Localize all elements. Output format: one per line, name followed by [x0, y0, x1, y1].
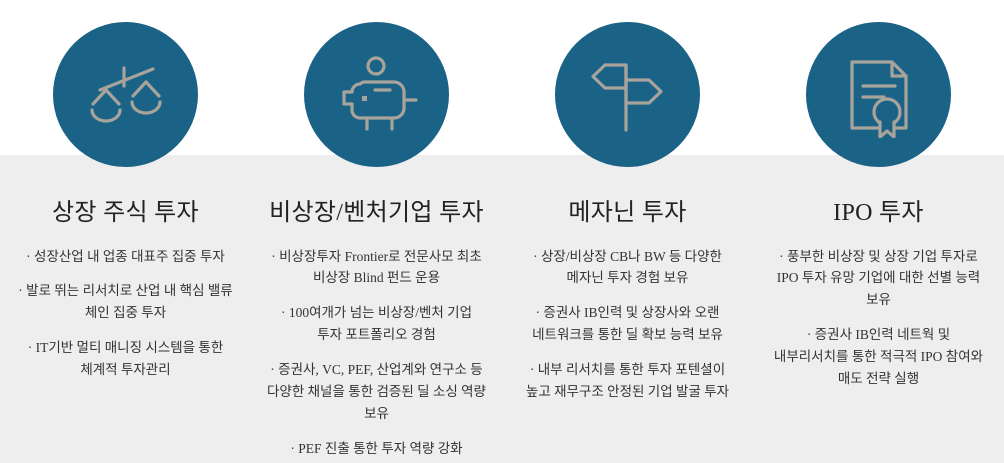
icon-circle-1 — [53, 22, 198, 167]
bullet-item: · IT기반 멀티 매니징 시스템을 통한 체계적 투자관리 — [27, 340, 224, 378]
column-title: IPO 투자 — [833, 200, 924, 226]
column-ipo: IPO 투자 · 풍부한 비상장 및 상장 기업 투자로 IPO 투자 유망 기… — [753, 0, 1004, 463]
bullet-item: · 내부 리서치를 통한 투자 포텐셜이 높고 재무구조 안정된 기업 발굴 투… — [525, 362, 730, 399]
icon-circle-4 — [806, 22, 951, 167]
bullet-item: · 100여개가 넘는 비상장/벤처 기업 투자 포트폴리오 경험 — [280, 305, 473, 343]
piggy-bank-icon — [334, 52, 420, 138]
bullet-item: · 증권사 IB인력 네트웍 및 내부리서치를 통한 적극적 IPO 참여와 매… — [773, 327, 984, 386]
bullet-item: · 증권사 IB인력 및 상장사와 오랜 네트워크를 통한 딜 확보 능력 보유 — [532, 305, 723, 343]
bullet-item: · 증권사, VC, PEF, 산업계와 연구소 등 다양한 채널을 통한 검증… — [267, 362, 486, 421]
certificate-icon — [836, 52, 922, 138]
column-mezzanine: 메자닌 투자 · 상장/비상장 CB나 BW 등 다양한 메자닌 투자 경험 보… — [502, 0, 753, 463]
column-private-venture: 비상장/벤처기업 투자 · 비상장투자 Frontier로 전문사모 최초 비상… — [251, 0, 502, 463]
column-title: 메자닌 투자 — [568, 200, 687, 226]
column-title: 상장 주식 투자 — [52, 200, 199, 226]
column-bullets: · 비상장투자 Frontier로 전문사모 최초 비상장 Blind 펀드 운… — [251, 246, 502, 460]
signpost-icon — [585, 52, 671, 138]
icon-circle-3 — [555, 22, 700, 167]
balance-scale-icon — [83, 52, 169, 138]
bullet-item: · 발로 뛰는 리서치로 산업 내 핵심 밸류 체인 집중 투자 — [18, 283, 233, 321]
column-bullets: · 상장/비상장 CB나 BW 등 다양한 메자닌 투자 경험 보유 · 증권사… — [502, 246, 753, 403]
column-bullets: · 성장산업 내 업종 대표주 집중 투자 · 발로 뛰는 리서치로 산업 내 … — [0, 246, 251, 381]
bullet-item: · 비상장투자 Frontier로 전문사모 최초 비상장 Blind 펀드 운… — [271, 248, 482, 286]
bullet-item: · 풍부한 비상장 및 상장 기업 투자로 IPO 투자 유망 기업에 대한 선… — [776, 248, 981, 308]
bullet-item: · 성장산업 내 업종 대표주 집중 투자 — [26, 248, 225, 264]
background-band — [0, 155, 1004, 463]
column-title: 비상장/벤처기업 투자 — [269, 200, 484, 226]
icon-circle-2 — [304, 22, 449, 167]
bullet-item: · 상장/비상장 CB나 BW 등 다양한 메자닌 투자 경험 보유 — [533, 248, 722, 286]
bullet-item: · PEF 진출 통한 투자 역량 강화 — [290, 440, 463, 456]
column-listed-equity: 상장 주식 투자 · 성장산업 내 업종 대표주 집중 투자 · 발로 뛰는 리… — [0, 0, 251, 463]
column-bullets: · 풍부한 비상장 및 상장 기업 투자로 IPO 투자 유망 기업에 대한 선… — [753, 246, 1004, 390]
